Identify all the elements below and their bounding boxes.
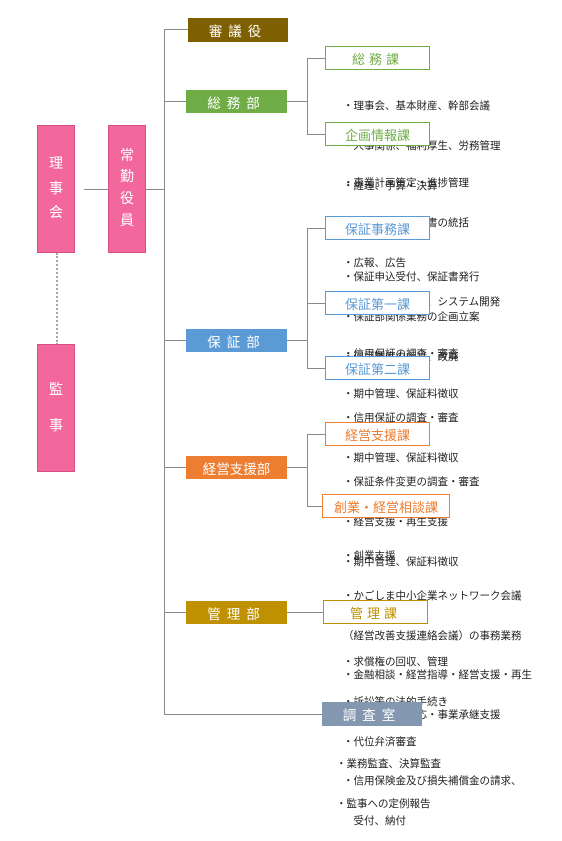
duty-item: ・創業支援 bbox=[343, 550, 396, 563]
main-trunk-line bbox=[164, 29, 165, 714]
dept-management: 管理部 bbox=[186, 601, 287, 624]
branch-audit-office bbox=[164, 714, 322, 715]
gu-link-2 bbox=[307, 303, 325, 304]
duties-audit-office: ・業務監査、決算監査 ・監事への定例報告 bbox=[336, 732, 441, 824]
audit-office-box: 調査室 bbox=[322, 702, 422, 726]
exec-char-1: 常 bbox=[120, 147, 134, 164]
ga-section-trunk bbox=[307, 58, 308, 135]
audit-office-label: 調査室 bbox=[342, 708, 402, 724]
gu-link-3 bbox=[307, 368, 325, 369]
section-guarantee-admin: 保証事務課 bbox=[325, 216, 430, 240]
branch-business-support bbox=[164, 467, 186, 468]
ga-link-2 bbox=[307, 134, 325, 135]
section-management: 管理課 bbox=[323, 600, 428, 624]
dept-business-support-label: 経営支援部 bbox=[202, 461, 271, 478]
duty-item: ・理事会、基本財産、幹部会議 bbox=[343, 100, 490, 113]
section-business-support-label: 経営支援課 bbox=[344, 428, 410, 444]
board-char-1: 理 bbox=[49, 156, 63, 173]
duty-item: ・経営支援・再生支援 bbox=[343, 516, 448, 529]
duty-item: ・信用保証の調査・審査 bbox=[343, 412, 459, 425]
council-box: 審議役 bbox=[188, 18, 288, 42]
gu-link-1 bbox=[307, 228, 325, 229]
duty-item: ・保証申込受付、保証書発行 bbox=[343, 271, 480, 284]
section-guarantee-admin-label: 保証事務課 bbox=[344, 222, 410, 238]
bs-link-2 bbox=[307, 506, 325, 507]
auditor-char-1: 監 bbox=[49, 381, 63, 398]
duty-item: ・監事への定例報告 bbox=[336, 798, 431, 811]
bs-link-1 bbox=[307, 434, 325, 435]
section-startup-consult: 創業・経営相談課 bbox=[322, 494, 450, 518]
section-business-support: 経営支援課 bbox=[325, 422, 430, 446]
section-guarantee-2: 保証第二課 bbox=[325, 356, 430, 380]
section-management-label: 管理課 bbox=[349, 606, 401, 622]
dept-general-affairs-label: 総務部 bbox=[207, 95, 266, 112]
duties-guarantee-admin: ・保証申込受付、保証書発行 ・保証部関係業務の企画立案 ・保証制度の創設、改廃 bbox=[343, 245, 480, 377]
dept-guarantee: 保証部 bbox=[186, 329, 287, 352]
board-char-3: 会 bbox=[49, 205, 63, 222]
council-label: 審議役 bbox=[208, 24, 268, 40]
gu-section-trunk bbox=[307, 228, 308, 369]
mg-dept-link bbox=[287, 612, 323, 613]
dept-general-affairs: 総務部 bbox=[186, 90, 287, 113]
duty-item: ・業務監査、決算監査 bbox=[336, 758, 441, 771]
executive-officers-box: 常 勤 役 員 bbox=[108, 125, 146, 253]
duty-item: ・保証条件変更の調査・審査 bbox=[343, 476, 480, 489]
dept-management-label: 管理部 bbox=[207, 606, 266, 623]
duty-item: ・期中管理、保証料徴収 bbox=[343, 388, 459, 401]
duty-item: ・求償権の回収、管理 bbox=[343, 656, 448, 669]
duties-general-affairs: ・理事会、基本財産、幹部会議 ・人事関係、福利厚生、労務管理 ・経理、予算・決算 bbox=[343, 74, 501, 206]
bs-dept-link bbox=[287, 467, 307, 468]
section-planning-info-label: 企画情報課 bbox=[344, 128, 410, 144]
branch-council bbox=[164, 29, 188, 30]
duty-item: ・広報、広告 bbox=[343, 256, 406, 269]
duties-startup-consult: ・創業支援 ・かごしま中小企業ネットワーク会議 （経営改善支援連絡会議）の事務業… bbox=[343, 524, 532, 735]
branch-management bbox=[164, 612, 186, 613]
connector-board-auditor bbox=[56, 253, 58, 345]
section-general-affairs: 総務課 bbox=[325, 46, 430, 70]
section-startup-consult-label: 創業・経営相談課 bbox=[333, 500, 438, 516]
duties-guarantee-2: ・信用保証の調査・審査 ・期中管理、保証料徴収 bbox=[343, 386, 459, 478]
duty-item: ・かごしま中小企業ネットワーク会議 bbox=[343, 590, 522, 603]
auditor-box: 監 事 bbox=[37, 344, 75, 472]
section-guarantee-1-label: 保証第一課 bbox=[344, 297, 410, 313]
board-box: 理 事 会 bbox=[37, 125, 75, 253]
board-char-2: 事 bbox=[49, 180, 63, 197]
gu-dept-link bbox=[287, 340, 307, 341]
duty-item: ・金融相談・経営指導・経営支援・再生 bbox=[343, 669, 532, 682]
connector-board-exec bbox=[84, 189, 108, 190]
section-guarantee-2-label: 保証第二課 bbox=[344, 362, 410, 378]
ga-dept-link bbox=[287, 101, 307, 102]
dept-business-support: 経営支援部 bbox=[186, 456, 287, 479]
ga-link-1 bbox=[307, 58, 325, 59]
duty-item: ・期中管理、保証料徴収 bbox=[343, 452, 459, 465]
duty-item: （経営改善支援連絡会議）の事務業務 bbox=[343, 629, 522, 642]
duties-business-support: ・保証条件変更の調査・審査 ・経営支援・再生支援 ・期中管理、保証料徴収 bbox=[343, 450, 480, 582]
exec-char-4: 員 bbox=[120, 212, 134, 229]
duty-item: ・期中管理、保証料徴収 bbox=[343, 555, 459, 568]
section-planning-info: 企画情報課 bbox=[325, 122, 430, 146]
section-guarantee-1: 保証第一課 bbox=[325, 291, 430, 315]
duty-item: ・事業計画策定・進捗管理 bbox=[343, 177, 469, 190]
bs-section-trunk bbox=[307, 434, 308, 507]
auditor-char-2: 事 bbox=[49, 418, 63, 434]
branch-general-affairs bbox=[164, 101, 186, 102]
duty-item: ・経理、予算・決算 bbox=[343, 179, 438, 192]
exec-char-3: 役 bbox=[120, 191, 134, 207]
section-general-affairs-label: 総務課 bbox=[351, 52, 403, 68]
connector-exec-trunk bbox=[145, 189, 165, 190]
exec-char-2: 勤 bbox=[120, 169, 134, 186]
duty-item: ・代位弁済審査 bbox=[343, 735, 417, 748]
dept-guarantee-label: 保証部 bbox=[207, 334, 266, 351]
branch-guarantee bbox=[164, 340, 186, 341]
